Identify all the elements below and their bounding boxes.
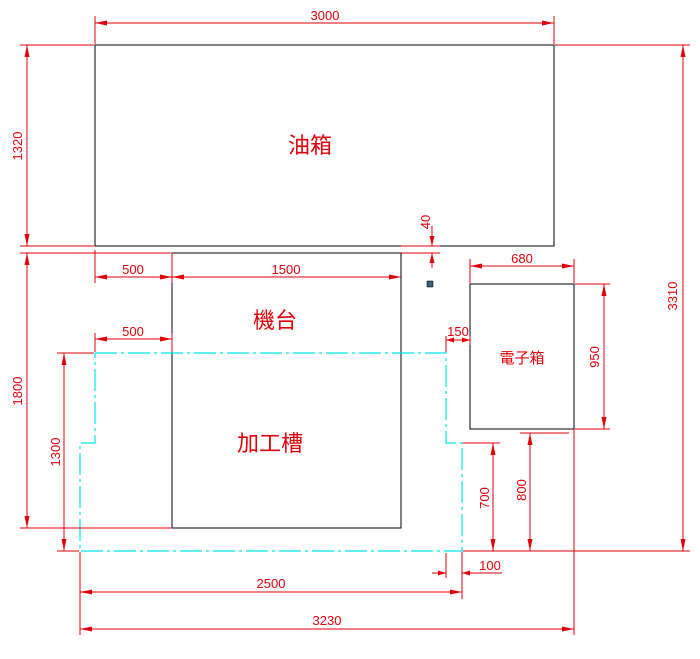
svg-text:3000: 3000 bbox=[311, 8, 340, 23]
dim-step-height: 700 bbox=[463, 442, 500, 551]
machine-outline bbox=[171, 252, 402, 529]
dim-work-tank-width: 2500 bbox=[79, 552, 463, 599]
work-tank-label: 加工槽 bbox=[237, 432, 303, 457]
svg-text:950: 950 bbox=[587, 346, 602, 368]
dim-work-tank-height: 1300 bbox=[48, 352, 94, 552]
dim-total-height: 3310 bbox=[463, 44, 690, 552]
svg-text:3310: 3310 bbox=[665, 282, 680, 311]
svg-text:1320: 1320 bbox=[10, 132, 25, 161]
dim-oil-tank-width: 3000 bbox=[94, 8, 555, 44]
oil-tank-outline bbox=[94, 44, 555, 247]
svg-text:500: 500 bbox=[122, 262, 144, 277]
dim-offset-top: 500 bbox=[94, 250, 173, 283]
electric-box-label: 電子箱 bbox=[499, 349, 544, 367]
svg-text:680: 680 bbox=[511, 251, 533, 266]
dim-offset-cyan: 500 bbox=[94, 324, 173, 352]
oil-tank-label: 油箱 bbox=[288, 134, 332, 159]
svg-text:800: 800 bbox=[514, 479, 529, 501]
dim-machine-height: 1800 bbox=[10, 252, 171, 529]
dim-step-width: 100 bbox=[432, 553, 502, 578]
work-tank-outline bbox=[79, 352, 463, 552]
svg-text:1300: 1300 bbox=[48, 438, 63, 467]
svg-text:2500: 2500 bbox=[257, 576, 286, 591]
dim-cyan-right-gap: 150 bbox=[445, 324, 471, 352]
svg-text:40: 40 bbox=[418, 215, 433, 229]
machine-label: 機台 bbox=[253, 309, 297, 334]
dim-machine-width: 1500 bbox=[172, 262, 401, 280]
dim-elec-width: 680 bbox=[469, 251, 575, 283]
dim-oil-tank-height: 1320 bbox=[10, 44, 94, 247]
svg-text:700: 700 bbox=[477, 487, 492, 509]
dim-gap: 40 bbox=[401, 215, 440, 268]
electric-box-outline bbox=[469, 283, 575, 430]
svg-text:3230: 3230 bbox=[313, 613, 342, 628]
svg-text:150: 150 bbox=[447, 324, 469, 339]
svg-text:500: 500 bbox=[122, 324, 144, 339]
svg-text:1500: 1500 bbox=[272, 262, 301, 277]
dim-elec-floor: 800 bbox=[514, 429, 575, 551]
dim-elec-height: 950 bbox=[575, 283, 610, 430]
svg-text:100: 100 bbox=[479, 558, 501, 573]
dim-total-width: 3230 bbox=[79, 551, 575, 635]
svg-text:1800: 1800 bbox=[10, 377, 25, 406]
small-marker bbox=[426, 280, 434, 288]
